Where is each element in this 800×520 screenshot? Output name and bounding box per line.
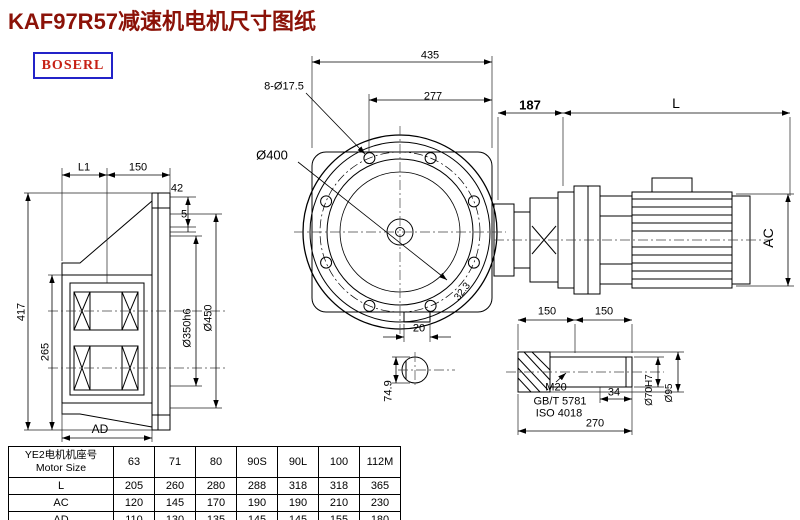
cell: 110: [113, 511, 155, 520]
dim-hub-dia-label: Ø95: [664, 383, 675, 403]
col-header-100: 100: [318, 446, 360, 478]
dim-277-label: 277: [423, 90, 443, 103]
boserl-logo: BOSERL: [33, 52, 113, 79]
cell: 145: [236, 511, 278, 520]
dim-5-label: 5: [180, 208, 188, 221]
extension-lines: [24, 56, 794, 442]
table-row-ac: AC 120 145 170 190 190 210 230: [8, 494, 401, 512]
dim-m20-label: M20: [545, 381, 567, 394]
row-label-l: L: [8, 477, 114, 495]
dim-270-label: 270: [585, 417, 605, 430]
cell: 230: [359, 494, 401, 512]
cell: 145: [277, 511, 319, 520]
dim-74-9-label: 74.9: [382, 380, 395, 402]
dim-150-left-label: 150: [128, 161, 148, 174]
col-header-112m: 112M: [359, 446, 401, 478]
cell: 130: [154, 511, 196, 520]
col-header-80: 80: [195, 446, 237, 478]
dim-outer-dia-label: Ø450: [202, 304, 215, 332]
row-label-ad: AD: [8, 511, 114, 520]
std-iso-label: ISO 4018: [535, 407, 583, 420]
left-view: [61, 192, 171, 431]
dim-ad-label: AD: [91, 422, 109, 436]
cell: 190: [277, 494, 319, 512]
dim-ac-label: AC: [760, 228, 776, 248]
cell: 318: [318, 477, 360, 495]
cell: 205: [113, 477, 155, 495]
col-header-90l: 90L: [277, 446, 319, 478]
cell: 155: [318, 511, 360, 520]
centerlines: [48, 126, 772, 388]
dim-150-a-label: 150: [537, 305, 557, 318]
dim-265-label: 265: [39, 342, 52, 362]
motor-side-view: [493, 177, 751, 295]
cell: 135: [195, 511, 237, 520]
row-label-ac: AC: [8, 494, 114, 512]
cell: 120: [113, 494, 155, 512]
cell: 318: [277, 477, 319, 495]
cell: 180: [359, 511, 401, 520]
dim-flange-dia-label: Ø400: [256, 147, 288, 163]
col-header-90s: 90S: [236, 446, 278, 478]
table-header-row: YE2电机机座号 Motor Size 63 71 80 90S 90L 100…: [8, 446, 401, 478]
motor-size-table: YE2电机机座号 Motor Size 63 71 80 90S 90L 100…: [8, 446, 401, 520]
dim-bolt-holes-label: 8-Ø17.5: [264, 80, 304, 93]
dim-34-label: 34: [607, 386, 621, 399]
dim-435-label: 435: [420, 49, 440, 62]
cell: 260: [154, 477, 196, 495]
dim-shaft-dia-label: Ø70H7: [644, 374, 655, 406]
std-gb-label: GB/T 5781: [533, 395, 587, 408]
dimension-lines: [25, 59, 791, 441]
table-header-en: Motor Size: [35, 462, 87, 474]
dim-417-label: 417: [15, 302, 28, 322]
cell: 170: [195, 494, 237, 512]
table-header-cn: YE2电机机座号: [24, 449, 98, 461]
cell: 145: [154, 494, 196, 512]
cell: 190: [236, 494, 278, 512]
cell: 365: [359, 477, 401, 495]
cell: 210: [318, 494, 360, 512]
dim-motor-length-label: L: [672, 95, 680, 111]
table-row-l: L 205 260 280 288 318 318 365: [8, 477, 401, 495]
table-header-motor-size: YE2电机机座号 Motor Size: [8, 446, 114, 478]
cell: 288: [236, 477, 278, 495]
col-header-63: 63: [113, 446, 155, 478]
col-header-71: 71: [154, 446, 196, 478]
cell: 280: [195, 477, 237, 495]
dim-42-label: 42: [170, 182, 184, 195]
dim-l1-label: L1: [77, 161, 91, 174]
dim-187-label: 187: [519, 97, 541, 113]
page-title: KAF97R57减速机电机尺寸图纸: [8, 9, 317, 34]
dim-150-b-label: 150: [594, 305, 614, 318]
dim-spigot-dia-label: Ø350h6: [181, 308, 194, 348]
dim-20-label: 20: [412, 322, 426, 335]
table-row-ad: AD 110 130 135 145 145 155 180: [8, 511, 401, 520]
